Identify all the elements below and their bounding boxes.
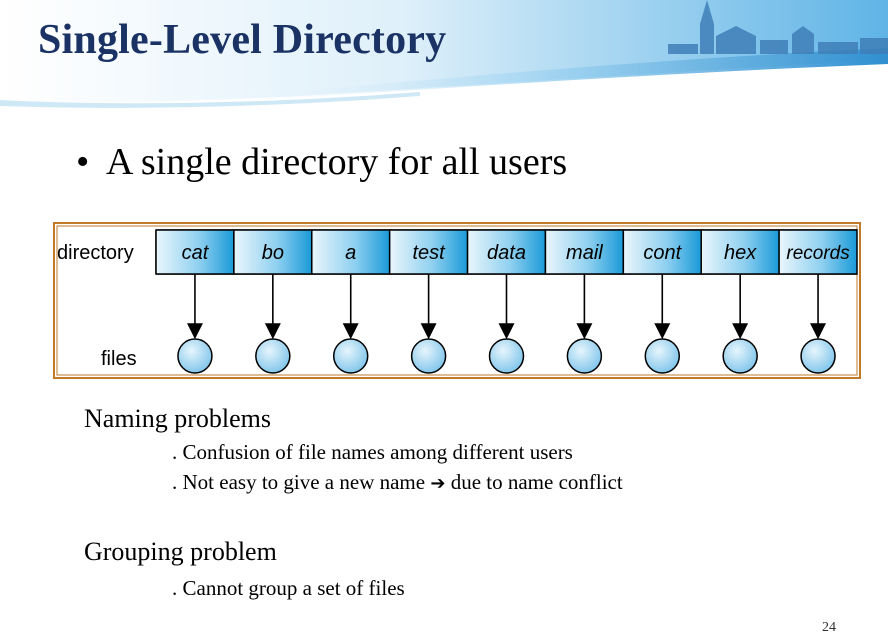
naming-item-1: . Confusion of file names among differen… (172, 440, 573, 464)
directory-entry-cell (778, 229, 858, 275)
grouping-problem-heading: Grouping problem (84, 537, 277, 566)
directory-entry-label: cont (643, 242, 682, 264)
directory-entry-label: records (786, 243, 850, 264)
directory-entry-label: a (345, 242, 356, 264)
diagram-frame-inner (56, 225, 858, 376)
file-node (488, 338, 525, 374)
header-banner (0, 0, 888, 108)
directory-entry-label: mail (566, 242, 603, 264)
file-node (800, 338, 836, 374)
naming-problems-heading: Naming problems (84, 404, 272, 433)
file-node (255, 338, 291, 374)
naming-item-2: . Not easy to give a new name ➔ due to n… (172, 470, 623, 495)
directory-entry-label: hex (724, 242, 757, 264)
file-node (177, 338, 213, 374)
bullet-point: • A single directory for all users (76, 140, 567, 184)
page-number: 24 (822, 620, 836, 635)
naming-item-2-reason: due to name conflict (450, 470, 623, 494)
grouping-item-1: . Cannot group a set of files (172, 576, 405, 600)
directory-label: directory (57, 242, 134, 264)
bullet-dot: • (76, 141, 90, 183)
file-node (644, 338, 681, 374)
directory-entry-label: test (412, 242, 446, 264)
file-node (332, 338, 369, 374)
directory-entry-cell (700, 229, 780, 275)
file-node (566, 338, 603, 374)
right-arrow-icon: ➔ (430, 473, 446, 494)
file-node (410, 338, 447, 374)
files-label: files (101, 348, 137, 370)
single-level-directory-diagram: directory files cat bo a test data mail cont he… (53, 222, 861, 379)
naming-item-2-text: . Not easy to give a new name (172, 470, 426, 494)
directory-entry-label: bo (262, 242, 284, 264)
directory-entry-label: data (487, 242, 526, 264)
bullet-text: A single directory for all users (106, 141, 568, 183)
directory-entry-label: cat (182, 242, 210, 264)
skyline-icon (668, 0, 888, 54)
file-node (722, 338, 758, 374)
directory-entry-cell (544, 229, 625, 275)
page-title: Single-Level Directory (38, 17, 447, 63)
